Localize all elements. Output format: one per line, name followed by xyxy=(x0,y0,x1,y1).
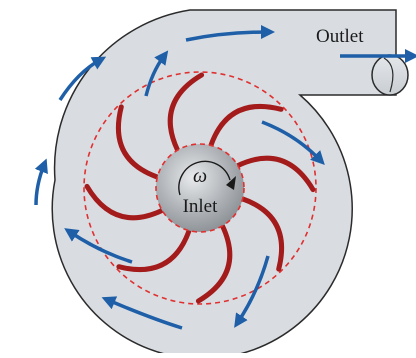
flow-arrow xyxy=(144,50,169,97)
flow-arrow xyxy=(64,228,133,264)
inlet-label: Inlet xyxy=(183,196,219,217)
impeller-blade xyxy=(240,196,285,272)
impeller-blade xyxy=(235,155,316,193)
flow-arrow xyxy=(234,255,270,328)
flow-arrow xyxy=(101,296,183,330)
flow-arrow xyxy=(185,25,275,42)
outlet-pipe-end xyxy=(371,54,409,96)
outlet-label: Outlet xyxy=(316,26,364,47)
impeller-blades xyxy=(84,72,316,304)
impeller-blade xyxy=(116,228,192,273)
impeller-blade xyxy=(167,72,205,153)
outlet-pipe-inner xyxy=(383,57,394,93)
impeller-blade xyxy=(195,223,233,304)
impeller-hub xyxy=(155,143,245,233)
flow-arrow xyxy=(261,120,325,166)
rotation-arrow-icon xyxy=(178,160,231,196)
flow-arrows xyxy=(34,25,416,330)
rotation-arrowhead-icon xyxy=(226,176,236,190)
impeller-blade xyxy=(84,183,165,221)
flow-arrow xyxy=(34,158,48,206)
impeller-blade xyxy=(115,104,160,180)
flow-arrow xyxy=(58,56,107,101)
impeller-blade xyxy=(208,103,284,148)
impeller-boundary-circle xyxy=(83,71,317,305)
omega-label: ω xyxy=(193,165,207,187)
